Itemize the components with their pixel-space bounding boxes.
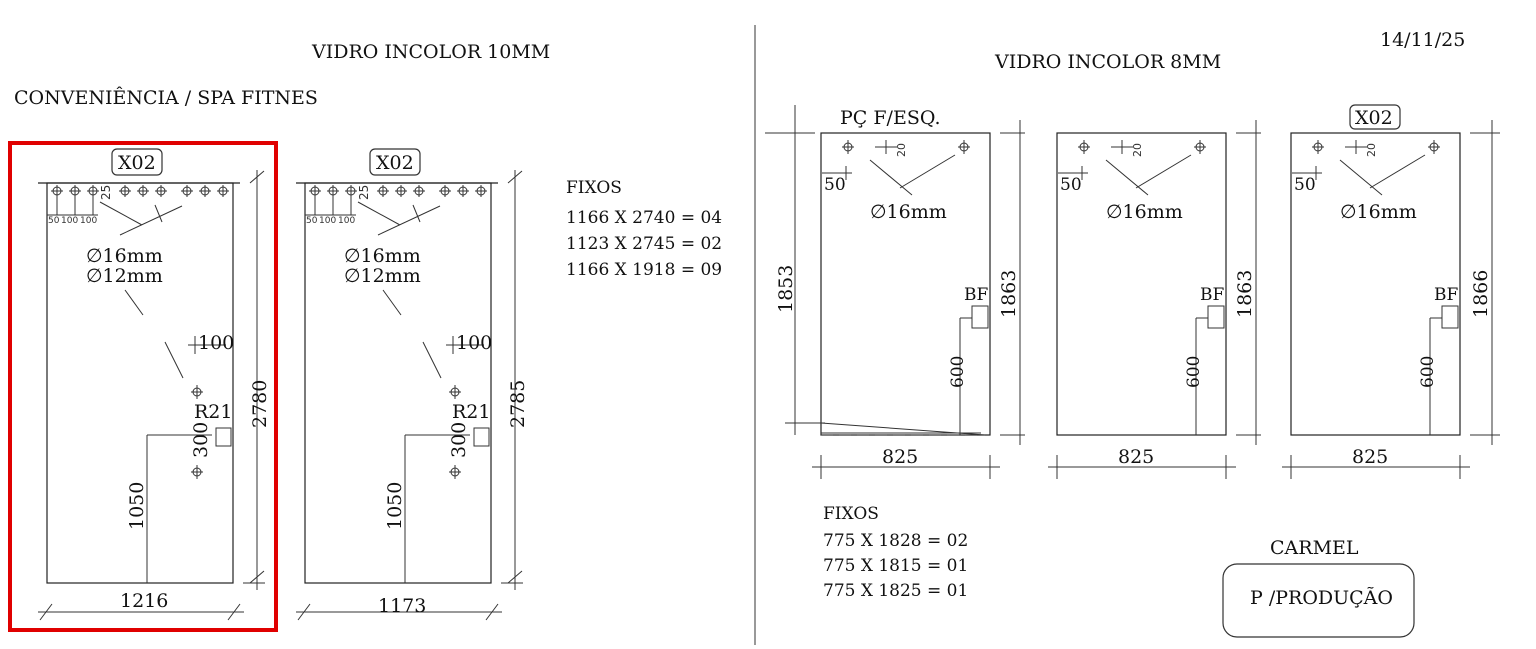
left-panel-2: X02 50 100 100 25 ∅16mm ∅12mm 100 R21 30… [296,148,529,621]
dim-20: 20 [1131,143,1144,157]
hole-label: ∅16mm [870,201,947,223]
fixos-title: FIXOS [823,504,879,524]
hole-label: ∅16mm [1106,201,1183,223]
dim-25: 25 [99,185,113,200]
fixos-item: 775 X 1825 = 01 [823,581,968,601]
glass-outline [1056,132,1227,436]
right-panel-1: PÇ F/ESQ. 20 50 ∅16mm BF 600 1853 1863 8… [765,105,1025,479]
date: 14/11/25 [1380,29,1465,51]
dim-600: 600 [1184,356,1204,388]
hole-label-12: ∅12mm [86,265,163,287]
height-dim: 1863 [998,270,1020,318]
dim-600: 600 [1418,356,1438,388]
glass-outline [1290,132,1461,436]
right-fixos-list: FIXOS 775 X 1828 = 02 775 X 1815 = 01 77… [823,504,968,601]
left-subtitle: CONVENIÊNCIA / SPA FITNES [14,86,318,109]
selection-highlight [8,141,278,632]
height-dim: 1866 [1470,270,1492,318]
fixos-item: 1166 X 1918 = 09 [566,260,722,280]
dim-50: 50 [306,216,318,226]
dim-100-label: 100 [456,332,492,354]
width-dim: 1173 [378,595,426,617]
hole-label: ∅16mm [1340,201,1417,223]
client-name: CARMEL [1270,537,1359,559]
height-dim-left: 1853 [775,265,797,313]
panel-tag: X02 [376,152,414,174]
panel-tag: X02 [1355,107,1393,129]
dim-100: 100 [338,216,355,226]
dim-50: 50 [48,216,60,226]
dim-20: 20 [895,143,908,157]
fixos-item: 1123 X 2745 = 02 [566,234,722,254]
left-title: VIDRO INCOLOR 10MM [311,41,550,63]
glass-outline [820,132,991,436]
production-stamp-box [1222,563,1415,638]
dim-50: 50 [824,175,846,195]
hole-label-12: ∅12mm [344,265,421,287]
hinge-cutout [215,427,232,447]
height-dim: 2785 [507,380,529,428]
fixos-item: 775 X 1815 = 01 [823,556,968,576]
left-fixos-list: FIXOS 1166 X 2740 = 04 1123 X 2745 = 02 … [566,178,722,280]
fixos-title: FIXOS [566,178,622,198]
hinge-cutout [971,305,989,329]
dim-100: 100 [61,216,78,226]
dim-50: 50 [1294,175,1316,195]
width-dim: 825 [1352,446,1388,468]
hole-label-16: ∅16mm [86,245,163,267]
hole-label-16: ∅16mm [344,245,421,267]
dim-25: 25 [357,185,371,200]
height-dim: 1863 [1234,270,1256,318]
right-panel-3: X02 20 50 ∅16mm BF 600 1866 825 [1282,104,1500,479]
panel-tag-box [111,148,163,176]
fixos-item: 775 X 1828 = 02 [823,531,968,551]
height-dim: 2780 [249,380,271,428]
dim-100: 100 [80,216,97,226]
bf-label: BF [964,285,988,305]
left-panel-1: X02 50 100 100 25 ∅16mm ∅12mm 100 R21 30… [38,148,271,621]
width-dim: 825 [882,446,918,468]
dim-300: 300 [190,422,212,458]
dim-100: 100 [319,216,336,226]
dim-100-label: 100 [198,332,234,354]
panel-tag: X02 [118,152,156,174]
panel-label: PÇ F/ESQ. [840,107,941,129]
dim-20: 20 [1365,143,1378,157]
bf-label: BF [1200,285,1224,305]
right-title: VIDRO INCOLOR 8MM [994,51,1221,73]
hole-row [47,185,229,216]
radius-label: R21 [194,401,232,423]
dim-1050: 1050 [384,482,406,530]
dim-600: 600 [948,356,968,388]
dim-1050: 1050 [126,482,148,530]
dim-300: 300 [448,422,470,458]
width-dim: 1216 [120,590,168,612]
fixos-item: 1166 X 2740 = 04 [566,208,722,228]
production-stamp: P /PRODUÇÃO [1250,587,1393,609]
right-panel-2: 20 50 ∅16mm BF 600 1863 825 [1048,120,1261,479]
radius-label: R21 [452,401,490,423]
width-dim: 825 [1118,446,1154,468]
bf-label: BF [1434,285,1458,305]
dim-50: 50 [1060,175,1082,195]
